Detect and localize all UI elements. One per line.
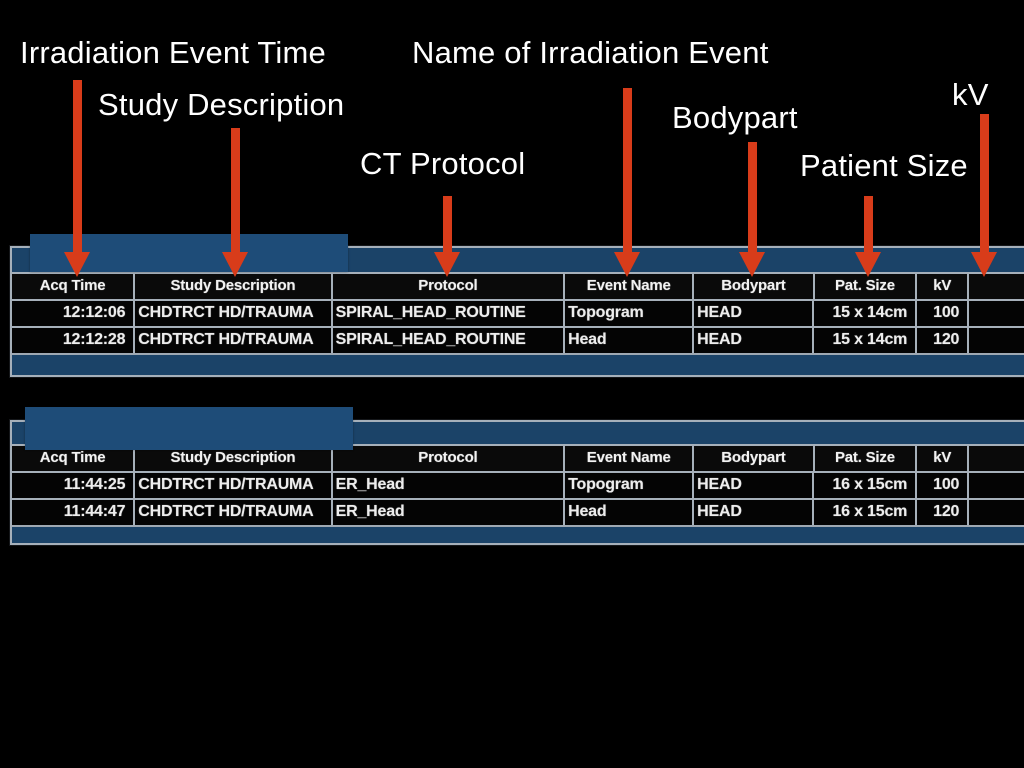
cell-study-description: CHDTRCT HD/TRAUMA — [135, 301, 333, 326]
arrow-head-icon — [855, 252, 881, 277]
table-row: 11:44:25 CHDTRCT HD/TRAUMA ER_Head Topog… — [12, 471, 1024, 498]
cell-event-name: Head — [565, 328, 695, 353]
table-row: 11:44:47 CHDTRCT HD/TRAUMA ER_Head Head … — [12, 498, 1024, 527]
arrow-shaft — [442, 196, 452, 252]
callout-arrow-acq-time — [64, 80, 90, 277]
label-patient-size: Patient Size — [800, 148, 968, 183]
callout-arrow-bodypart — [739, 142, 765, 277]
col-header-kv: kV — [917, 446, 970, 471]
callout-arrow-study-description — [222, 128, 248, 277]
callout-arrow-pat-size — [855, 196, 881, 277]
col-header-event-name: Event Name — [565, 446, 695, 471]
arrow-head-icon — [739, 252, 765, 277]
cell-bodypart: HEAD — [694, 301, 815, 326]
col-header-study-description: Study Description — [135, 274, 333, 299]
label-irradiation-event-time: Irradiation Event Time — [20, 35, 326, 70]
arrow-shaft — [979, 114, 989, 252]
col-header-bodypart: Bodypart — [694, 274, 815, 299]
cell-bodypart: HEAD — [694, 328, 815, 353]
cell-protocol: SPIRAL_HEAD_ROUTINE — [333, 328, 566, 353]
cell-bodypart: HEAD — [694, 500, 815, 525]
cell-acq-time: 11:44:25 — [12, 473, 136, 498]
col-header-pat-size: Pat. Size — [814, 274, 918, 299]
table-bottom-band — [12, 355, 1024, 375]
cell-event-name: Topogram — [565, 473, 695, 498]
label-study-description: Study Description — [98, 87, 345, 122]
cell-pat-size: 16 x 15cm — [814, 473, 918, 498]
col-header-protocol: Protocol — [332, 446, 566, 471]
cell-kv: 100 — [917, 473, 970, 498]
arrow-shaft — [72, 80, 82, 252]
arrow-shaft — [622, 88, 632, 252]
table-row: 12:12:06 CHDTRCT HD/TRAUMA SPIRAL_HEAD_R… — [12, 299, 1024, 326]
cell-protocol: ER_Head — [333, 473, 566, 498]
table-header-row: Acq Time Study Description Protocol Even… — [12, 272, 1024, 299]
label-ct-protocol: CT Protocol — [360, 146, 526, 181]
cell-study-description: CHDTRCT HD/TRAUMA — [135, 473, 333, 498]
cell-study-description: CHDTRCT HD/TRAUMA — [135, 500, 333, 525]
col-header-acq-time: Acq Time — [12, 446, 136, 471]
cell-pat-size: 16 x 15cm — [814, 500, 918, 525]
cell-clipped — [969, 328, 1024, 353]
col-header-pat-size: Pat. Size — [814, 446, 918, 471]
col-header-clipped — [969, 274, 1024, 299]
col-header-protocol: Protocol — [332, 274, 566, 299]
patient-info-mask — [25, 407, 353, 450]
cell-study-description: CHDTRCT HD/TRAUMA — [135, 328, 333, 353]
label-name-of-irradiation-event: Name of Irradiation Event — [412, 35, 769, 70]
cell-pat-size: 15 x 14cm — [814, 328, 918, 353]
cell-clipped — [969, 473, 1024, 498]
arrow-head-icon — [614, 252, 640, 277]
arrow-head-icon — [434, 252, 460, 277]
callout-arrow-kv — [971, 114, 997, 277]
cell-clipped — [969, 301, 1024, 326]
table-header-row: Acq Time Study Description Protocol Even… — [12, 444, 1024, 471]
callout-arrow-protocol — [434, 196, 460, 277]
label-kv: kV — [952, 77, 989, 112]
cell-protocol: SPIRAL_HEAD_ROUTINE — [333, 301, 566, 326]
col-header-acq-time: Acq Time — [12, 274, 136, 299]
col-header-study-description: Study Description — [135, 446, 333, 471]
cell-kv: 120 — [917, 328, 970, 353]
cell-acq-time: 12:12:28 — [12, 328, 136, 353]
cell-clipped — [969, 500, 1024, 525]
cell-event-name: Head — [565, 500, 695, 525]
col-header-event-name: Event Name — [565, 274, 695, 299]
dose-table-study-2: Acq Time Study Description Protocol Even… — [10, 420, 1024, 545]
label-bodypart: Bodypart — [672, 100, 798, 135]
cell-acq-time: 12:12:06 — [12, 301, 136, 326]
cell-kv: 120 — [917, 500, 970, 525]
arrow-shaft — [747, 142, 757, 252]
cell-acq-time: 11:44:47 — [12, 500, 136, 525]
cell-pat-size: 15 x 14cm — [814, 301, 918, 326]
table-bottom-band — [12, 527, 1024, 543]
cell-event-name: Topogram — [565, 301, 695, 326]
col-header-clipped — [969, 446, 1024, 471]
arrow-shaft — [863, 196, 873, 252]
cell-bodypart: HEAD — [694, 473, 815, 498]
table-row: 12:12:28 CHDTRCT HD/TRAUMA SPIRAL_HEAD_R… — [12, 326, 1024, 355]
arrow-head-icon — [222, 252, 248, 277]
cell-protocol: ER_Head — [333, 500, 566, 525]
cell-kv: 100 — [917, 301, 970, 326]
arrow-shaft — [230, 128, 240, 252]
col-header-bodypart: Bodypart — [694, 446, 815, 471]
arrow-head-icon — [971, 252, 997, 277]
arrow-head-icon — [64, 252, 90, 277]
callout-arrow-event-name — [614, 88, 640, 277]
col-header-kv: kV — [917, 274, 970, 299]
